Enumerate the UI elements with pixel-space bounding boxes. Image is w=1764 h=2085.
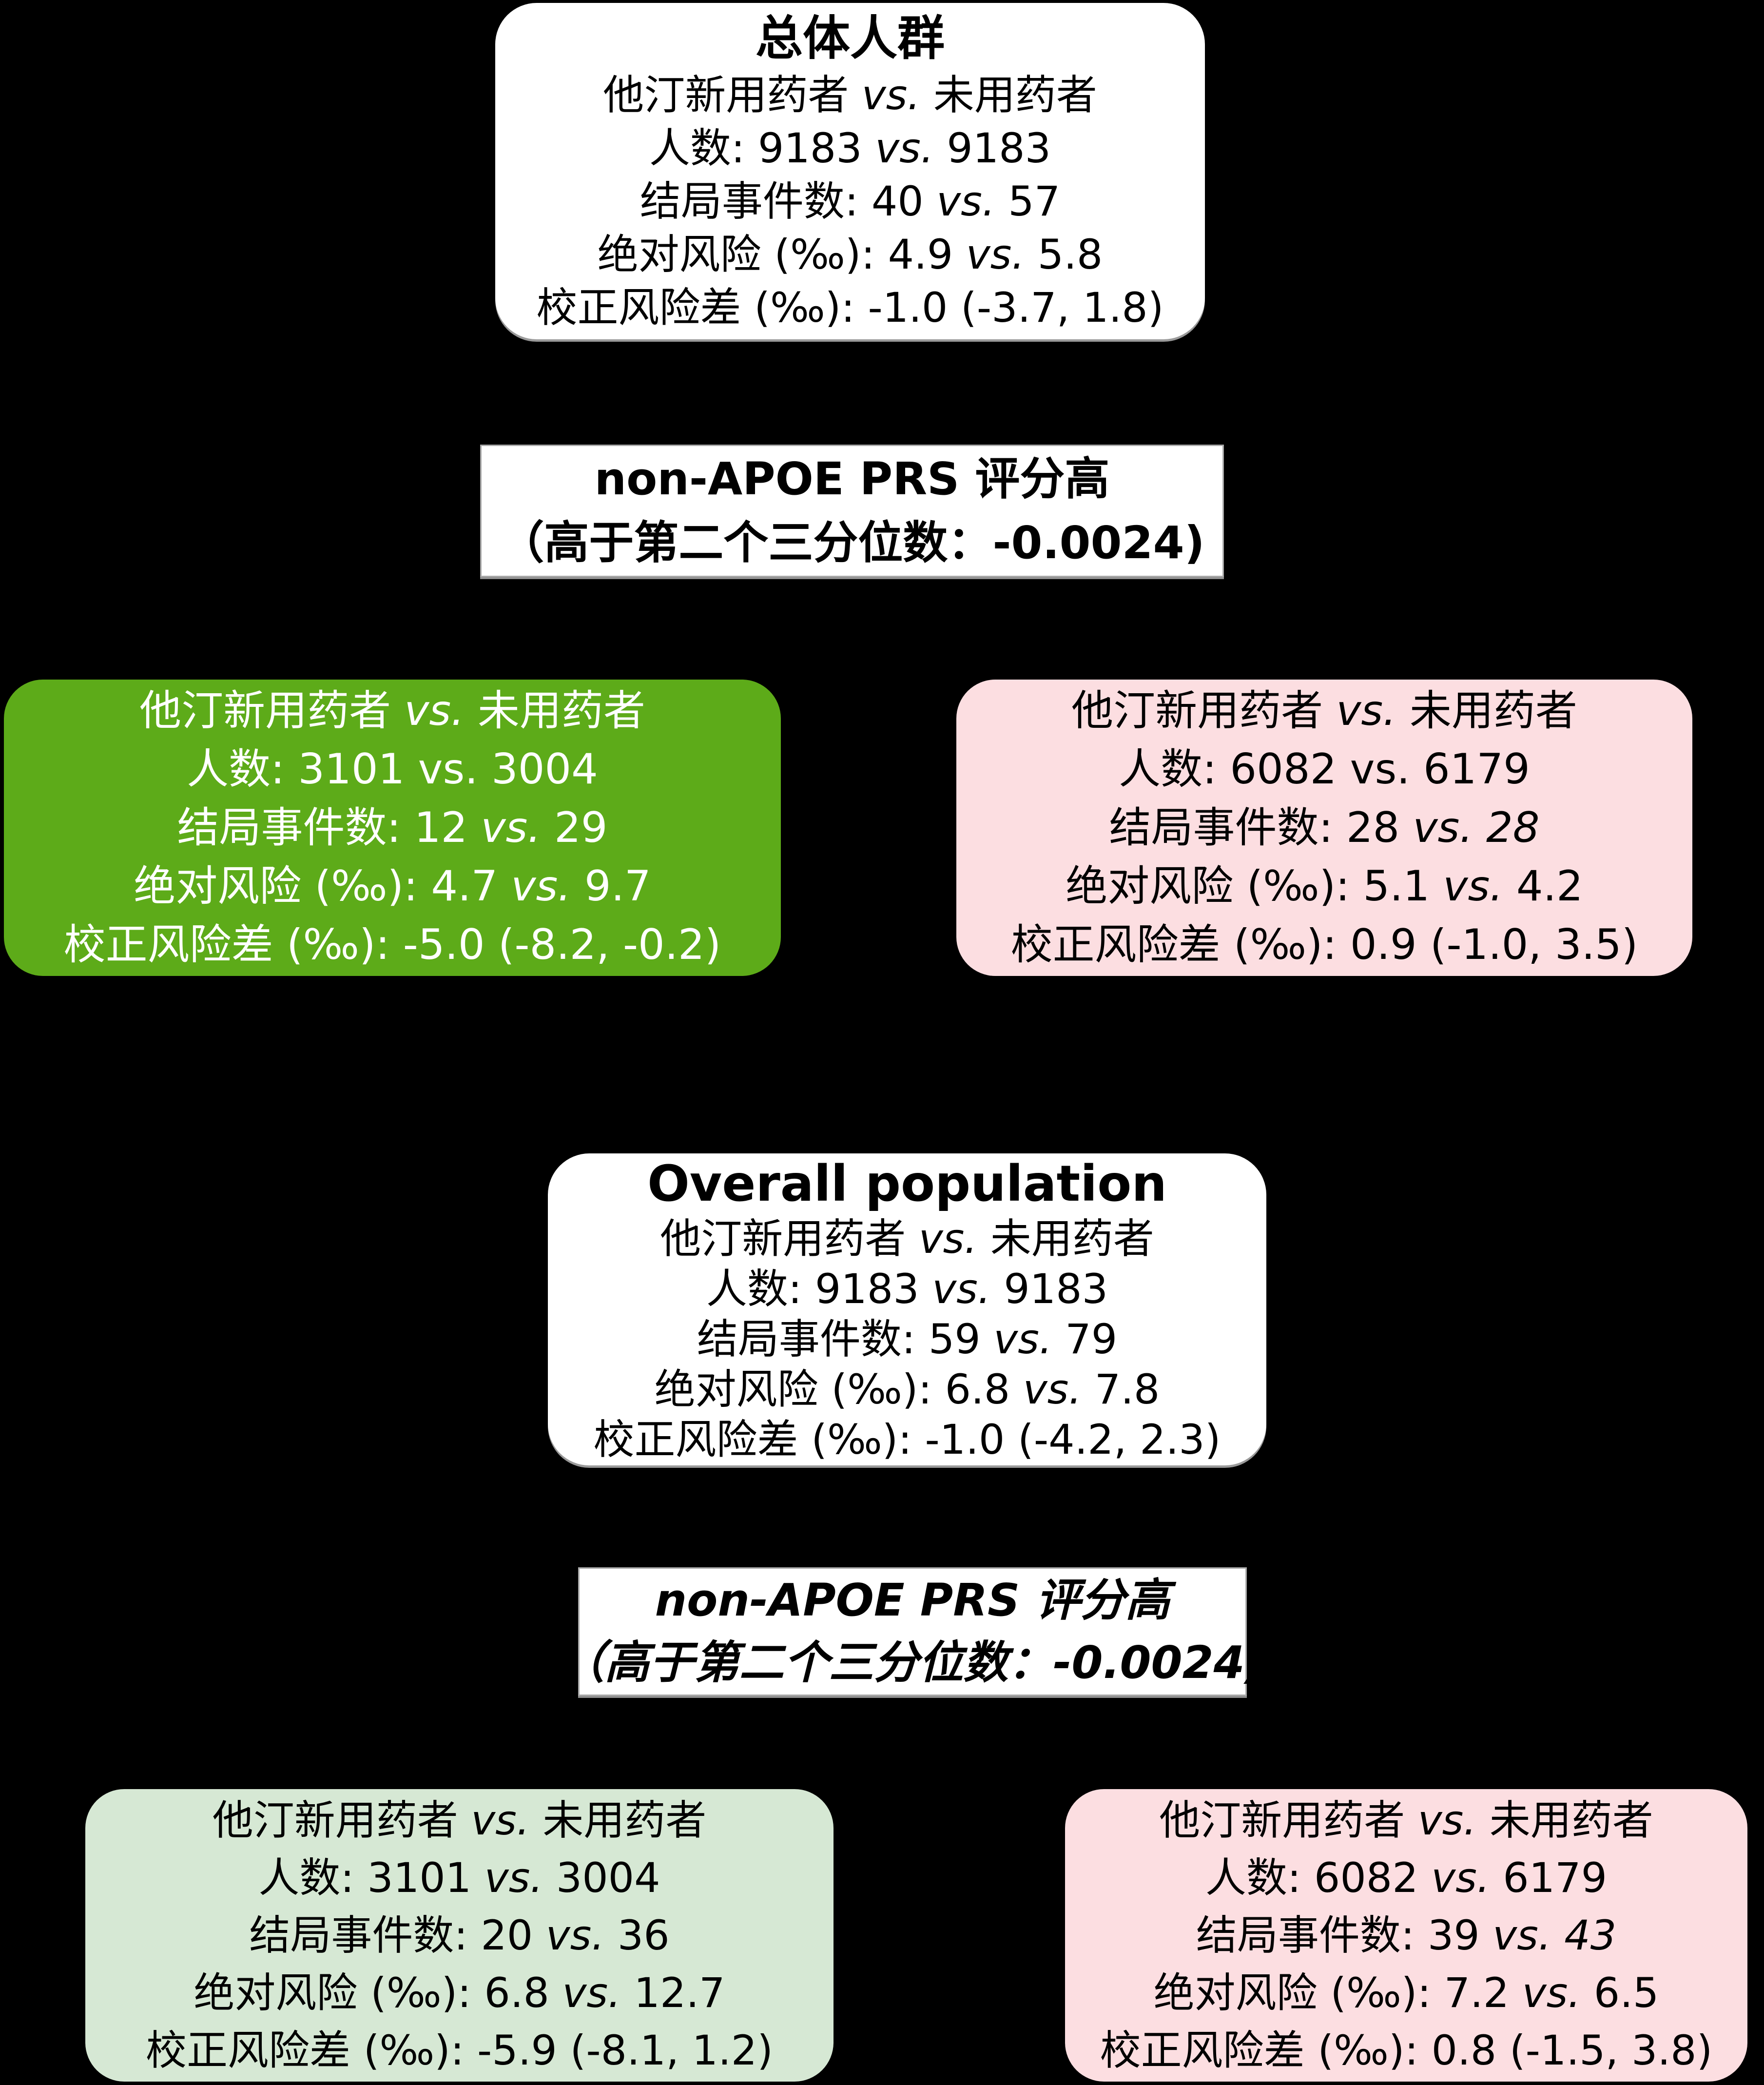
box-prs-high-stats-green: 他汀新用药者 vs. 未用药者人数: 3101 vs. 3004 结局事件数: 1… [4,680,781,976]
box-text-line: 他汀新用药者 vs. 未用药者 [1159,1796,1653,1844]
box-text-line: 绝对风险 (‰): 4.9 vs. 5.8 [597,230,1103,278]
box-text-line: 绝对风险 (‰): 4.7 vs. 9.7 [134,862,651,911]
box-text-line: 校正风险差 (‰): 0.8 (-1.5, 3.8) [1100,2027,1713,2074]
box-prs-low-stats-pink-bottom: 他汀新用药者 vs. 未用药者人数: 6082 vs. 6179 结局事件数: 3… [1065,1789,1747,2082]
box-text-line: 校正风险差 (‰): 0.9 (-1.0, 3.5) [1010,920,1638,969]
box-text-line: 绝对风险 (‰): 6.8 vs. 7.8 [654,1365,1160,1413]
box-text-line: 人数: 3101 vs. 3004 [258,1854,660,1902]
box-lines: 他汀新用药者 vs. 未用药者人数: 6082 vs. 6179 结局事件数: 3… [1100,1792,1713,2079]
box-text-line: 结局事件数: 12 vs. 29 [177,803,608,852]
box-lines: 他汀新用药者 vs. 未用药者人数: 3101 vs. 3004 结局事件数: 2… [146,1792,773,2079]
box-text-line: （高于第二个三分位数：-0.0024) [560,1637,1265,1689]
box-text-line: 绝对风险 (‰): 6.8 vs. 12.7 [194,1969,725,2017]
box-text-line: 人数: 9183 vs. 9183 [649,124,1051,172]
box-title-overall-cn: 总体人群 [756,10,945,66]
box-lines: 他汀新用药者 vs. 未用药者人数: 6082 vs. 6179 结局事件数: 2… [1011,682,1638,974]
box-prs-high-label-top: non-APOE PRS 评分高 （高于第二个三分位数：-0.0024) [480,445,1224,577]
box-text-line: 绝对风险 (‰): 5.1 vs. 4.2 [1066,862,1583,911]
box-text-line: 他汀新用药者 vs. 未用药者 [212,1796,707,1844]
box-lines: 他汀新用药者 vs. 未用药者人数: 9183 vs. 9183 结局事件数: 4… [537,69,1164,334]
box-text-line: 他汀新用药者 vs. 未用药者 [603,71,1097,119]
box-text-line: non-APOE PRS 评分高 [655,1574,1170,1626]
box-prs-high-label-bottom: non-APOE PRS 评分高 （高于第二个三分位数：-0.0024) [560,1567,1265,1696]
box-text-line: 校正风险差 (‰): -5.0 (-8.2, -0.2) [63,920,721,969]
box-lines: 他汀新用药者 vs. 未用药者人数: 3101 vs. 3004 结局事件数: 1… [64,682,721,974]
box-text-line: 结局事件数: 28 vs. 28 [1109,803,1540,852]
box-text-line: 人数: 9183 vs. 9183 [706,1265,1108,1313]
box-text-line: 他汀新用药者 vs. 未用药者 [1071,686,1577,735]
box-overall-population-en: Overall population 他汀新用药者 vs. 未用药者人数: 91… [548,1153,1266,1465]
box-title-overall-en: Overall population [647,1154,1167,1213]
box-text-line: 校正风险差 (‰): -1.0 (-3.7, 1.8) [536,283,1164,331]
box-text-line: 绝对风险 (‰): 7.2 vs. 6.5 [1153,1969,1659,2017]
box-text-line: 结局事件数: 20 vs. 36 [249,1911,670,1959]
box-lines: non-APOE PRS 评分高 （高于第二个三分位数：-0.0024) [560,1569,1265,1694]
box-text-line: （高于第二个三分位数：-0.0024) [499,517,1205,569]
box-prs-low-stats-pink-top: 他汀新用药者 vs. 未用药者人数: 6082 vs. 6179 结局事件数: 2… [956,680,1692,976]
box-lines: non-APOE PRS 评分高 （高于第二个三分位数：-0.0024) [499,447,1204,575]
box-text-line: 结局事件数: 59 vs. 79 [697,1315,1118,1363]
box-text-line: 结局事件数: 39 vs. 43 [1196,1911,1617,1959]
box-text-line: 校正风险差 (‰): -5.9 (-8.1, 1.2) [146,2027,773,2074]
box-prs-high-stats-light-green: 他汀新用药者 vs. 未用药者人数: 3101 vs. 3004 结局事件数: 2… [85,1789,834,2082]
box-text-line: 人数: 6082 vs. 6179 [1119,745,1530,794]
box-overall-population-cn: 总体人群 他汀新用药者 vs. 未用药者人数: 9183 vs. 9183 结局事… [495,3,1205,339]
box-text-line: 人数: 6082 vs. 6179 [1205,1854,1608,1902]
box-text-line: 他汀新用药者 vs. 未用药者 [660,1214,1154,1263]
box-text-line: 人数: 3101 vs. 3004 [187,745,598,794]
box-text-line: non-APOE PRS 评分高 [594,453,1110,505]
box-text-line: 校正风险差 (‰): -1.0 (-4.2, 2.3) [593,1415,1221,1463]
box-text-line: 结局事件数: 40 vs. 57 [640,177,1061,225]
box-text-line: 他汀新用药者 vs. 未用药者 [139,686,645,735]
